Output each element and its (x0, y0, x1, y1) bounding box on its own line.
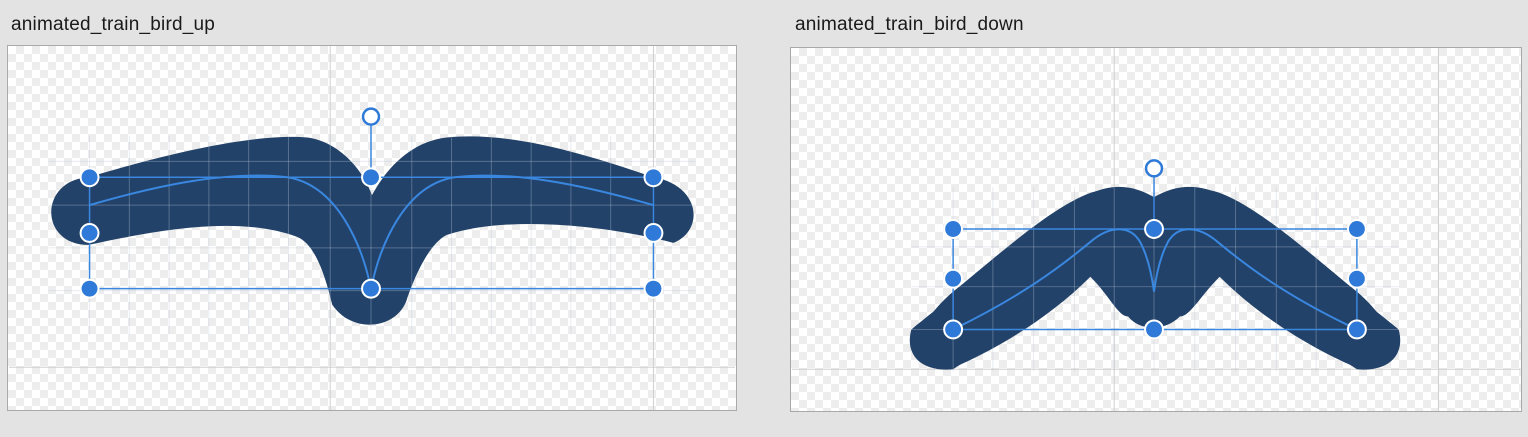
control-point-handle-icon[interactable] (643, 223, 664, 243)
control-point-handle-icon[interactable] (1346, 268, 1367, 289)
control-point-handle-icon[interactable] (79, 223, 100, 243)
canvas-bird-up[interactable] (7, 45, 737, 411)
control-point-handle-icon[interactable] (79, 167, 100, 188)
control-point-handle-icon[interactable] (79, 278, 100, 299)
bird-down-artboard (792, 48, 1520, 411)
control-point-handle-icon[interactable] (1346, 219, 1367, 239)
control-point-handle-icon[interactable] (943, 319, 964, 340)
bird-up-artboard (8, 46, 736, 410)
control-point-handle-icon[interactable] (643, 167, 664, 188)
rotation-handle-icon[interactable] (361, 107, 381, 126)
control-point-handle-icon[interactable] (1144, 219, 1164, 239)
control-point-handle-icon[interactable] (361, 167, 381, 188)
control-point-handle-icon[interactable] (643, 278, 664, 299)
panel-title-bird-up: animated_train_bird_up (11, 14, 216, 35)
panel-title-bird-down: animated_train_bird_down (795, 14, 1024, 35)
control-point-handle-icon[interactable] (1144, 319, 1164, 340)
bird-down-shape-body[interactable] (909, 186, 1401, 370)
rotation-handle-icon[interactable] (1144, 159, 1164, 178)
canvas-bird-down[interactable] (790, 47, 1522, 412)
control-point-handle-icon[interactable] (943, 219, 964, 239)
bird-up-shape[interactable] (51, 136, 694, 325)
control-point-handle-icon[interactable] (1346, 319, 1367, 340)
bird-down-centerline (952, 228, 1358, 331)
bird-up-handles[interactable] (79, 107, 664, 299)
control-point-handle-icon[interactable] (943, 268, 964, 289)
bird-down-handles[interactable] (943, 159, 1367, 340)
control-point-handle-icon[interactable] (361, 278, 381, 299)
